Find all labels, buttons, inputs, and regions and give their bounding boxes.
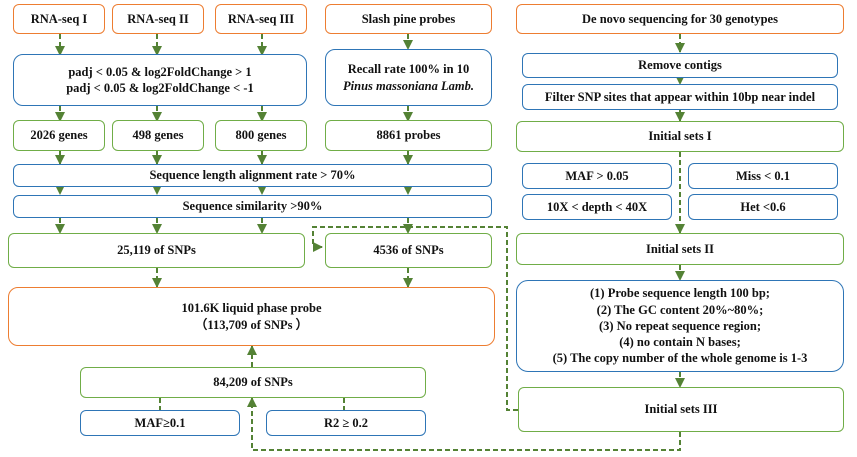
snps-4536-label: 4536 of SNPs [373,243,444,258]
snps-84209-box: 84,209 of SNPs [80,367,426,398]
recall-rate-line1: Recall rate 100% in 10 [347,62,470,77]
similarity-box: Sequence similarity >90% [13,195,492,218]
r2-box: R2 ≥ 0.2 [266,410,426,436]
initial-sets-3-label: Initial sets III [644,402,718,417]
miss-label: Miss < 0.1 [736,168,790,183]
het-box: Het <0.6 [688,194,838,220]
snps-84209-label: 84,209 of SNPs [213,375,293,390]
deg-criteria-up: padj < 0.05 & log2FoldChange > 1 [68,64,252,79]
genes-1-box: 2026 genes [13,120,105,151]
alignment-rate-box: Sequence length alignment rate > 70% [13,164,492,187]
liquid-probe-box: 101.6K liquid phase probe （113,709 of SN… [8,287,495,346]
snps-4536-box: 4536 of SNPs [325,233,492,268]
slash-pine-probes-box: Slash pine probes [325,4,492,34]
initial-sets-2-box: Initial sets II [516,233,844,265]
remove-contigs-box: Remove contigs [522,53,838,78]
genes-3-box: 800 genes [215,120,307,151]
genes-1-label: 2026 genes [30,128,88,143]
genes-3-label: 800 genes [235,128,287,143]
initial-sets-3-box: Initial sets III [518,387,844,432]
r2-label: R2 ≥ 0.2 [323,415,368,430]
maf-01-box: MAF≥0.1 [80,410,240,436]
recall-rate-species: Pinus massoniana Lamb. [343,78,474,93]
alignment-rate-label: Sequence length alignment rate > 70% [149,168,356,183]
rnaseq-1-box: RNA-seq I [13,4,105,34]
liquid-probe-snps: （113,709 of SNPs ） [194,317,309,332]
het-label: Het <0.6 [740,199,786,214]
remove-contigs-label: Remove contigs [638,58,722,73]
probe-criteria-box: (1) Probe sequence length 100 bp; (2) Th… [516,280,844,372]
liquid-probe-title: 101.6K liquid phase probe [181,301,322,316]
rnaseq-3-box: RNA-seq III [215,4,307,34]
similarity-label: Sequence similarity >90% [182,199,323,214]
initial-sets-1-label: Initial sets I [648,129,712,144]
recall-rate-box: Recall rate 100% in 10 Pinus massoniana … [325,49,492,106]
maf-005-box: MAF > 0.05 [522,163,672,189]
filter-snp-label: Filter SNP sites that appear within 10bp… [544,89,816,104]
depth-label: 10X < depth < 40X [546,199,648,214]
probe-criteria-5: (5) The copy number of the whole genome … [552,351,808,366]
de-novo-box: De novo sequencing for 30 genotypes [516,4,844,34]
maf-005-label: MAF > 0.05 [565,168,629,183]
initial-sets-1-box: Initial sets I [516,121,844,152]
deg-criteria-down: padj < 0.05 & log2FoldChange < -1 [66,81,254,95]
rnaseq-2-box: RNA-seq II [112,4,204,34]
snps-25119-label: 25,119 of SNPs [117,243,196,258]
probe-criteria-2: (2) The GC content 20%~80%; [596,302,764,317]
maf-01-label: MAF≥0.1 [134,415,186,430]
snps-25119-box: 25,119 of SNPs [8,233,305,268]
genes-2-box: 498 genes [112,120,204,151]
rnaseq-2-label: RNA-seq II [127,11,189,26]
probes-8861-label: 8861 probes [376,128,441,143]
genes-2-label: 498 genes [132,128,184,143]
slash-pine-probes-label: Slash pine probes [361,11,456,26]
probe-criteria-3: (3) No repeat sequence region; [598,318,761,333]
de-novo-label: De novo sequencing for 30 genotypes [582,11,778,26]
initial-sets-2-label: Initial sets II [645,241,715,256]
rnaseq-1-label: RNA-seq I [30,11,88,26]
depth-box: 10X < depth < 40X [522,194,672,220]
probe-criteria-4: (4) no contain N bases; [619,335,741,350]
deg-criteria-box: padj < 0.05 & log2FoldChange > 1 padj < … [13,54,307,106]
miss-box: Miss < 0.1 [688,163,838,189]
probe-criteria-1: (1) Probe sequence length 100 bp; [590,286,770,301]
filter-snp-box: Filter SNP sites that appear within 10bp… [522,84,838,110]
probes-8861-box: 8861 probes [325,120,492,151]
rnaseq-3-label: RNA-seq III [227,11,295,26]
